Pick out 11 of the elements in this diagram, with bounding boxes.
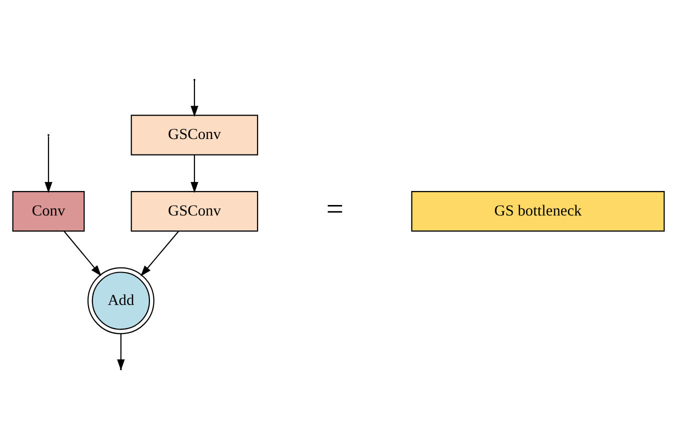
arrow xyxy=(190,80,198,116)
arrow xyxy=(64,230,102,276)
arrow xyxy=(190,154,198,192)
arrow xyxy=(140,230,179,276)
node-box: GSConv xyxy=(130,190,258,232)
node-box: Conv xyxy=(12,190,85,232)
node-box: GS bottleneck xyxy=(411,190,665,232)
label: = xyxy=(326,191,344,226)
node-circle: Add xyxy=(87,266,154,334)
arrow xyxy=(44,136,52,192)
node-box: GSConv xyxy=(130,114,258,155)
